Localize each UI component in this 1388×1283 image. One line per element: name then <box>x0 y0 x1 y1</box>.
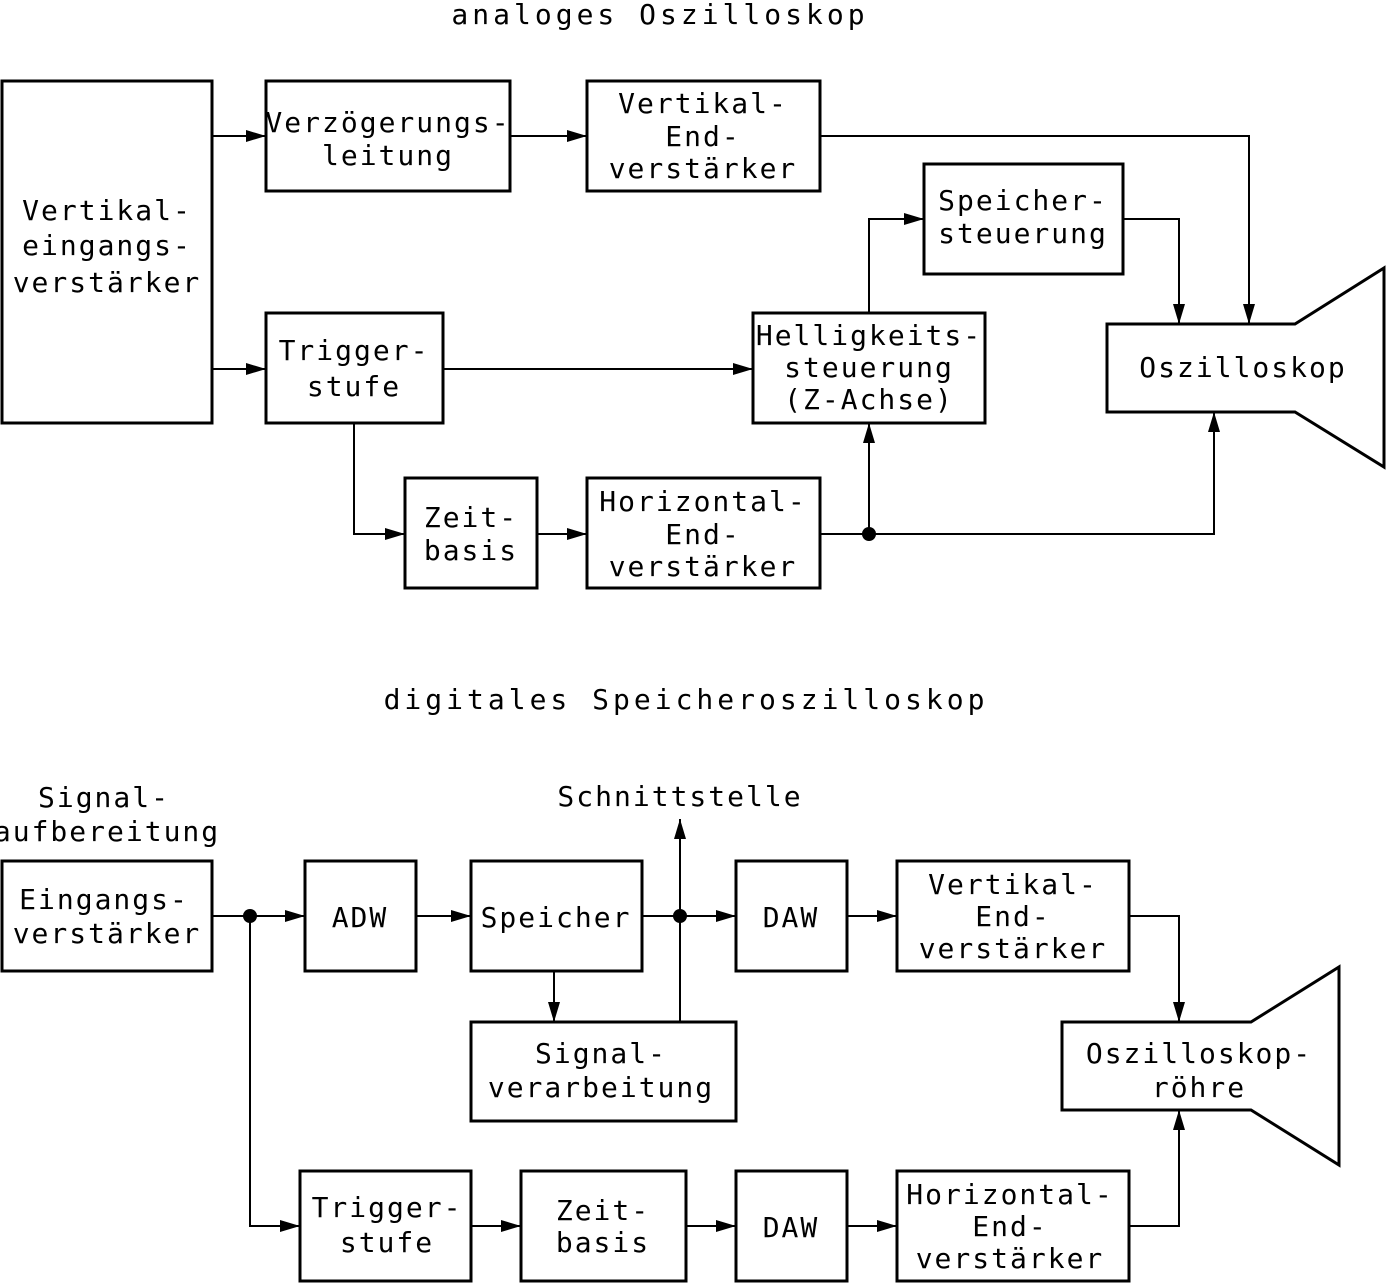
block-label: verstärker <box>919 932 1108 965</box>
block-trigger-stage-digital: Trigger- stufe <box>298 1169 473 1283</box>
block-label: verstärker <box>609 152 798 185</box>
block-label: DAW <box>763 901 820 934</box>
block-timebase: Zeit- basis <box>403 476 539 590</box>
block-label: Eingangs- <box>19 883 189 916</box>
block-label: stufe <box>307 370 401 403</box>
block-label: eingangs- <box>22 229 192 262</box>
block-label: basis <box>556 1226 650 1259</box>
block-label: verstärker <box>13 266 202 299</box>
block-label: DAW <box>763 1211 820 1244</box>
block-delay-line: Verzögerungs- leitung <box>264 79 512 193</box>
block-label: Speicher- <box>938 184 1108 217</box>
block-label: verstärker <box>609 550 798 583</box>
digital-connections <box>212 819 1185 1232</box>
block-label: Vertikal- <box>928 868 1098 901</box>
block-vertical-output-amp: Vertikal- End- verstärker <box>585 79 822 193</box>
digital-title: digitales Speicheroszilloskop <box>384 683 989 716</box>
block-label: Helligkeits- <box>756 319 982 352</box>
wire-vertout-to-tube <box>1129 915 1185 1022</box>
wire-brightness-to-memctrl <box>868 213 924 313</box>
analog-connections <box>212 130 1255 541</box>
block-vertical-output-amp-digital: Vertikal- End- verstärker <box>895 859 1131 973</box>
junction-dot <box>862 527 876 541</box>
block-timebase-digital: Zeit- basis <box>519 1169 688 1283</box>
block-brightness-control: Helligkeits- steuerung (Z-Achse) <box>751 311 987 425</box>
block-label: Speicher <box>481 901 632 934</box>
block-label: basis <box>424 534 518 567</box>
block-label: Trigger- <box>279 334 430 367</box>
analog-title: analoges Oszilloskop <box>451 0 868 31</box>
block-label: End- <box>972 1210 1047 1243</box>
block-label: stufe <box>340 1226 434 1259</box>
block-label: (Z-Achse) <box>784 383 954 416</box>
junction-dot <box>673 909 687 923</box>
wire-memctrl-to-scope <box>1123 218 1185 324</box>
block-label: verarbeitung <box>488 1071 714 1104</box>
block-label: steuerung <box>784 351 954 384</box>
junction-dot <box>243 909 257 923</box>
block-label: Horizontal- <box>599 485 806 518</box>
block-label: Signal- <box>535 1037 667 1070</box>
wire-node-to-scope <box>869 412 1220 535</box>
block-label: End- <box>665 518 740 551</box>
block-vertical-input-amp: Vertikal- eingangs- verstärker <box>0 79 214 425</box>
block-label: verstärker <box>916 1242 1105 1275</box>
label-signal-conditioning: aufbereitung <box>0 815 220 848</box>
block-signal-processing: Signal- verarbeitung <box>469 1020 738 1123</box>
block-input-amp: Eingangs- verstärker <box>0 859 214 973</box>
label-signal-conditioning: Signal- <box>38 781 170 814</box>
wire-vertout-to-scope <box>820 135 1255 324</box>
digital-section: digitales Speicheroszilloskop Signal- au… <box>0 683 1341 1283</box>
block-label: verstärker <box>13 917 202 950</box>
wire-node-to-trigger <box>249 916 300 1232</box>
block-label: ADW <box>332 901 389 934</box>
block-label: Oszilloskop <box>1139 351 1346 384</box>
block-memory-control: Speicher- steuerung <box>922 162 1125 276</box>
wire-horizout-to-tube <box>1129 1110 1185 1227</box>
block-label: Trigger- <box>312 1191 463 1224</box>
block-label: Zeit- <box>556 1194 650 1227</box>
block-label: leitung <box>322 139 454 172</box>
label-interface: Schnittstelle <box>557 780 802 813</box>
block-dac-vertical: DAW <box>734 859 849 973</box>
block-memory: Speicher <box>469 859 644 973</box>
block-label: Vertikal- <box>618 87 788 120</box>
block-oscilloscope-tube-digital: Oszilloskop- röhre <box>1060 964 1341 1168</box>
block-horizontal-output-amp: Horizontal- End- verstärker <box>585 476 822 590</box>
block-label: Horizontal- <box>906 1178 1113 1211</box>
wire-trigger-to-timebase <box>353 423 405 540</box>
block-label: röhre <box>1152 1071 1246 1104</box>
block-adc: ADW <box>303 859 418 973</box>
block-label: End- <box>975 900 1050 933</box>
block-label: Vertikal- <box>22 194 192 227</box>
analog-section: analoges Oszilloskop Vertikal- eingangs-… <box>0 0 1386 590</box>
block-label: Zeit- <box>424 501 518 534</box>
block-label: End- <box>665 120 740 153</box>
block-horizontal-output-amp-digital: Horizontal- End- verstärker <box>895 1169 1131 1283</box>
block-oscilloscope-tube: Oszilloskop <box>1105 265 1386 470</box>
block-label: Oszilloskop- <box>1086 1037 1312 1070</box>
block-trigger-stage: Trigger- stufe <box>264 311 445 425</box>
block-label: steuerung <box>938 217 1108 250</box>
block-label: Verzögerungs- <box>265 106 510 139</box>
block-dac-horizontal: DAW <box>734 1169 849 1283</box>
